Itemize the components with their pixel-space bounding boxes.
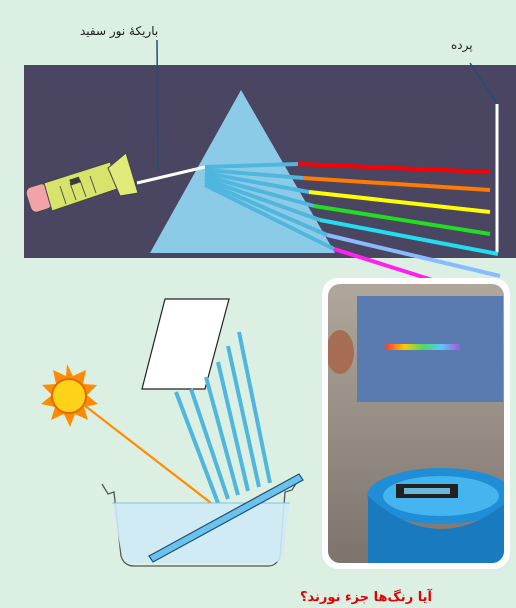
screen-label: پرده: [451, 38, 473, 52]
sun-icon: [41, 364, 98, 427]
beam-pointer-line: [157, 40, 158, 172]
white-beam-label: باریکهٔ نور سفید: [80, 24, 158, 38]
photo-rainbow-strip: [386, 344, 460, 350]
photo-rainbow-experiment: [328, 284, 504, 563]
white-paper-card: [142, 299, 229, 389]
sunlight-ray: [84, 405, 211, 503]
bottom-question-text: آیا رنگ‌ها جزء نورند؟: [300, 590, 432, 605]
photo-card: [322, 278, 510, 569]
photo-illustration: [328, 284, 504, 563]
